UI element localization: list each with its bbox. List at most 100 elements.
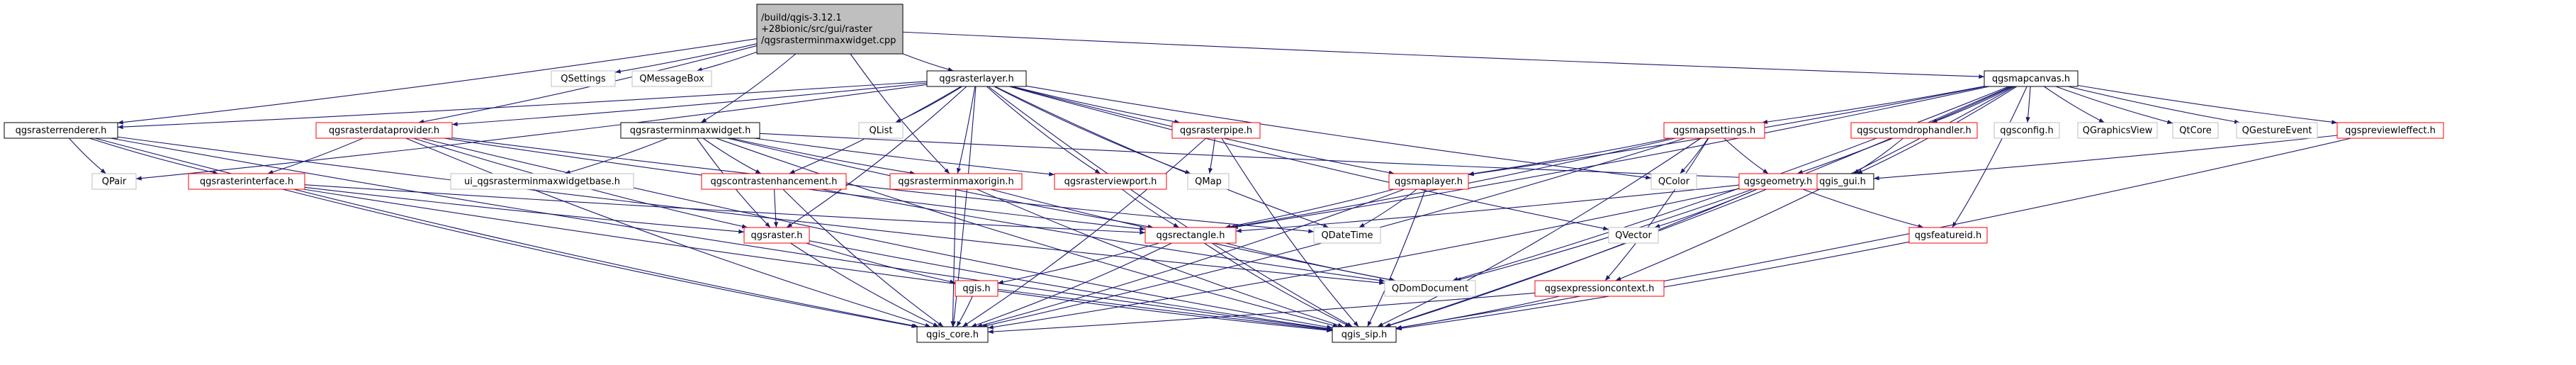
- edge-qgis-to-qgis_sip: [997, 291, 1333, 332]
- edge-qgsgeometry-to-qgis_core: [987, 188, 1740, 330]
- edge-root-to-qgsmapcanvas: [902, 31, 1985, 79]
- node-qgsrasterinterface[interactable]: qgsrasterinterface.h: [188, 173, 305, 190]
- node-root[interactable]: /build/qgis-3.12.1+28bionic/src/gui/rast…: [756, 4, 904, 55]
- node-box: [91, 173, 137, 190]
- edge-qgsmapcanvas-to-qgestureevent: [2068, 86, 2240, 124]
- edge-qgsmaplayer-to-qgsrectangle: [1225, 189, 1395, 229]
- edge-qgsrasterlayer-to-qgsrasterviewport: [986, 86, 1101, 174]
- node-qgsrasterdataprovider[interactable]: qgsrasterdataprovider.h: [315, 122, 453, 139]
- node-qgsgeometry[interactable]: qgsgeometry.h: [1738, 173, 1818, 190]
- node-label: qgsrasterdataprovider.h: [329, 125, 439, 136]
- node-label: qgsrasterviewport.h: [1064, 176, 1157, 187]
- node-box: [1993, 122, 2060, 139]
- node-qgscustomdrophandler[interactable]: qgscustomdrophandler.h: [1850, 122, 1978, 139]
- node-qgsconfig: qgsconfig.h: [1993, 122, 2060, 139]
- edge-qgsrasterinterface-to-qgsrectangle: [304, 184, 1146, 235]
- node-label: qgis_gui.h: [1819, 176, 1866, 187]
- node-qgscontrastenhancement[interactable]: qgscontrastenhancement.h: [701, 173, 847, 190]
- node-box: [1908, 227, 1988, 244]
- edge-qgsgeometry-to-qgsrectangle: [1235, 184, 1740, 233]
- edge-qgsrasterlayer-to-qmap: [994, 86, 1191, 174]
- edge-qgsrectangle-to-qgis: [997, 242, 1159, 284]
- node-box: [188, 173, 305, 190]
- node-qgsmaplayer[interactable]: qgsmaplayer.h: [1388, 173, 1469, 190]
- edge-root-to-qgsrasterlayer: [902, 53, 954, 72]
- node-qdatetime: QDateTime: [1313, 227, 1381, 244]
- node-qgspreviewleffect[interactable]: qgspreviewleffect.h: [2336, 122, 2444, 139]
- node-qgsfeatureid[interactable]: qgsfeatureid.h: [1908, 227, 1988, 244]
- edge-qgsmapcanvas-to-qgscustomdrophandler: [1931, 86, 2014, 123]
- edge-qgsmapcanvas-to-qgsmapsettings: [1762, 86, 1985, 125]
- edge-qgsrasterminmaxwidget-to-qgscontrastenhancement: [702, 137, 762, 174]
- node-qgsmapcanvas[interactable]: qgsmapcanvas.h: [1984, 70, 2079, 87]
- node-qgsrectangle[interactable]: qgsrectangle.h: [1144, 227, 1237, 244]
- node-label: QDateTime: [1321, 230, 1373, 241]
- node-qgsraster[interactable]: qgsraster.h: [743, 227, 810, 244]
- edge-qgsraster-to-qgis_core: [790, 242, 939, 327]
- node-box: [2077, 122, 2158, 139]
- node-qgsexpressioncontext[interactable]: qgsexpressioncontext.h: [1534, 280, 1665, 297]
- edge-qgsrectangle-to-qgis_sip: [1203, 242, 1351, 327]
- node-qgsrasterrenderer[interactable]: qgsrasterrenderer.h: [4, 122, 118, 139]
- node-box: [858, 122, 904, 139]
- edge-qgsrasterminmaxorigin-to-qgis_core: [950, 189, 957, 327]
- node-box: [1332, 326, 1397, 343]
- edge-qgsmaplayer-to-qgis_sip: [1367, 189, 1426, 327]
- edge-qgsrasterlayer-to-qgsrasterdataprovider: [451, 82, 928, 127]
- node-label: qgsrasterminmaxorigin.h: [898, 176, 1013, 187]
- edge-qgsrasterminmaxwidget-to-qgis_sip: [716, 137, 1339, 328]
- edge-qgsrasterrenderer-to-qgis_sip: [111, 137, 1333, 332]
- node-qgsrasterlayer[interactable]: qgsrasterlayer.h: [926, 70, 1027, 87]
- node-qgestureevent: QGestureEvent: [2236, 122, 2318, 139]
- node-qgis_gui[interactable]: qgis_gui.h: [1811, 173, 1874, 190]
- edge-qgsrasterrenderer-to-qdomdocument: [117, 136, 1385, 285]
- edge-qgsraster-to-qgis_sip: [809, 240, 1333, 331]
- node-label: qgsconfig.h: [2000, 125, 2053, 136]
- node-qgis[interactable]: qgis.h: [955, 280, 999, 297]
- node-box: [315, 122, 453, 139]
- node-qgis_core[interactable]: qgis_core.h: [916, 326, 989, 343]
- node-box: [1608, 227, 1659, 244]
- edge-qgsrasterlayer-to-qvector: [1008, 86, 1609, 231]
- node-box: [955, 280, 999, 297]
- node-qgsmapsettings[interactable]: qgsmapsettings.h: [1663, 122, 1765, 139]
- node-qtcore: QtCore: [2172, 122, 2219, 139]
- edge-qgsrasterminmaxwidget-to-qgsrasterviewport: [754, 137, 1055, 176]
- node-label: qgsmapsettings.h: [1673, 125, 1755, 136]
- edge-qgsrasterlayer-to-qgsrasterrenderer: [117, 81, 928, 130]
- edge-qgsmaplayer-to-qdatetime: [1359, 189, 1417, 228]
- node-label: qgspreviewleffect.h: [2345, 125, 2436, 136]
- node-box: [916, 326, 989, 343]
- node-box: [2236, 122, 2318, 139]
- node-qgsrasterpipe[interactable]: qgsrasterpipe.h: [1171, 122, 1261, 139]
- node-qgsrasterminmaxorigin[interactable]: qgsrasterminmaxorigin.h: [889, 173, 1023, 190]
- edge-qgsmapsettings-to-qgsgeometry: [1723, 137, 1769, 174]
- edge-qgsrasterinterface-to-qgsraster: [304, 186, 745, 234]
- nodes-layer: /build/qgis-3.12.1+28bionic/src/gui/rast…: [4, 4, 2444, 343]
- edge-qgsmapsettings-to-qcolor: [1680, 137, 1709, 174]
- node-qgsrasterminmaxwidget[interactable]: qgsrasterminmaxwidget.h: [620, 122, 760, 139]
- node-box: [743, 227, 810, 244]
- edge-qgsrasterinterface-to-qgis_core: [282, 189, 918, 328]
- edge-qgsrasterrenderer-to-qgsrasterinterface: [89, 137, 219, 175]
- edge-qgsgeometry-to-qgsfeatureid: [1802, 189, 1924, 228]
- edge-qgsmapcanvas-to-qdomdocument: [1452, 86, 2009, 281]
- node-label: QList: [870, 125, 893, 136]
- node-box: [1984, 70, 2079, 87]
- node-box: [1384, 280, 1476, 297]
- edge-root-to-qmessagebox: [696, 51, 758, 72]
- node-label: ui_qgsrasterminmaxwidgetbase.h: [464, 176, 620, 187]
- edge-qgsrasterlayer-to-qdatetime: [994, 86, 1329, 228]
- node-qgsrasterviewport[interactable]: qgsrasterviewport.h: [1054, 173, 1167, 190]
- edge-qgscontrastenhancement-to-qgis_core: [782, 189, 944, 327]
- edge-qgsrasterlayer-to-qpair: [135, 84, 928, 181]
- edge-qgsrasterdataprovider-to-qgis_core: [405, 137, 931, 327]
- node-label: qgsrasterminmaxwidget.h: [630, 125, 751, 136]
- node-qgis_sip[interactable]: qgis_sip.h: [1332, 326, 1397, 343]
- node-box: [926, 70, 1027, 87]
- node-label: QMap: [1195, 176, 1222, 187]
- node-box: [620, 122, 760, 139]
- edge-qgsexpressioncontext-to-qgis_sip: [1395, 296, 1560, 330]
- node-box: [1187, 173, 1230, 190]
- edge-qgsrasterminmaxwidget-to-ui_widgetbase: [564, 137, 668, 174]
